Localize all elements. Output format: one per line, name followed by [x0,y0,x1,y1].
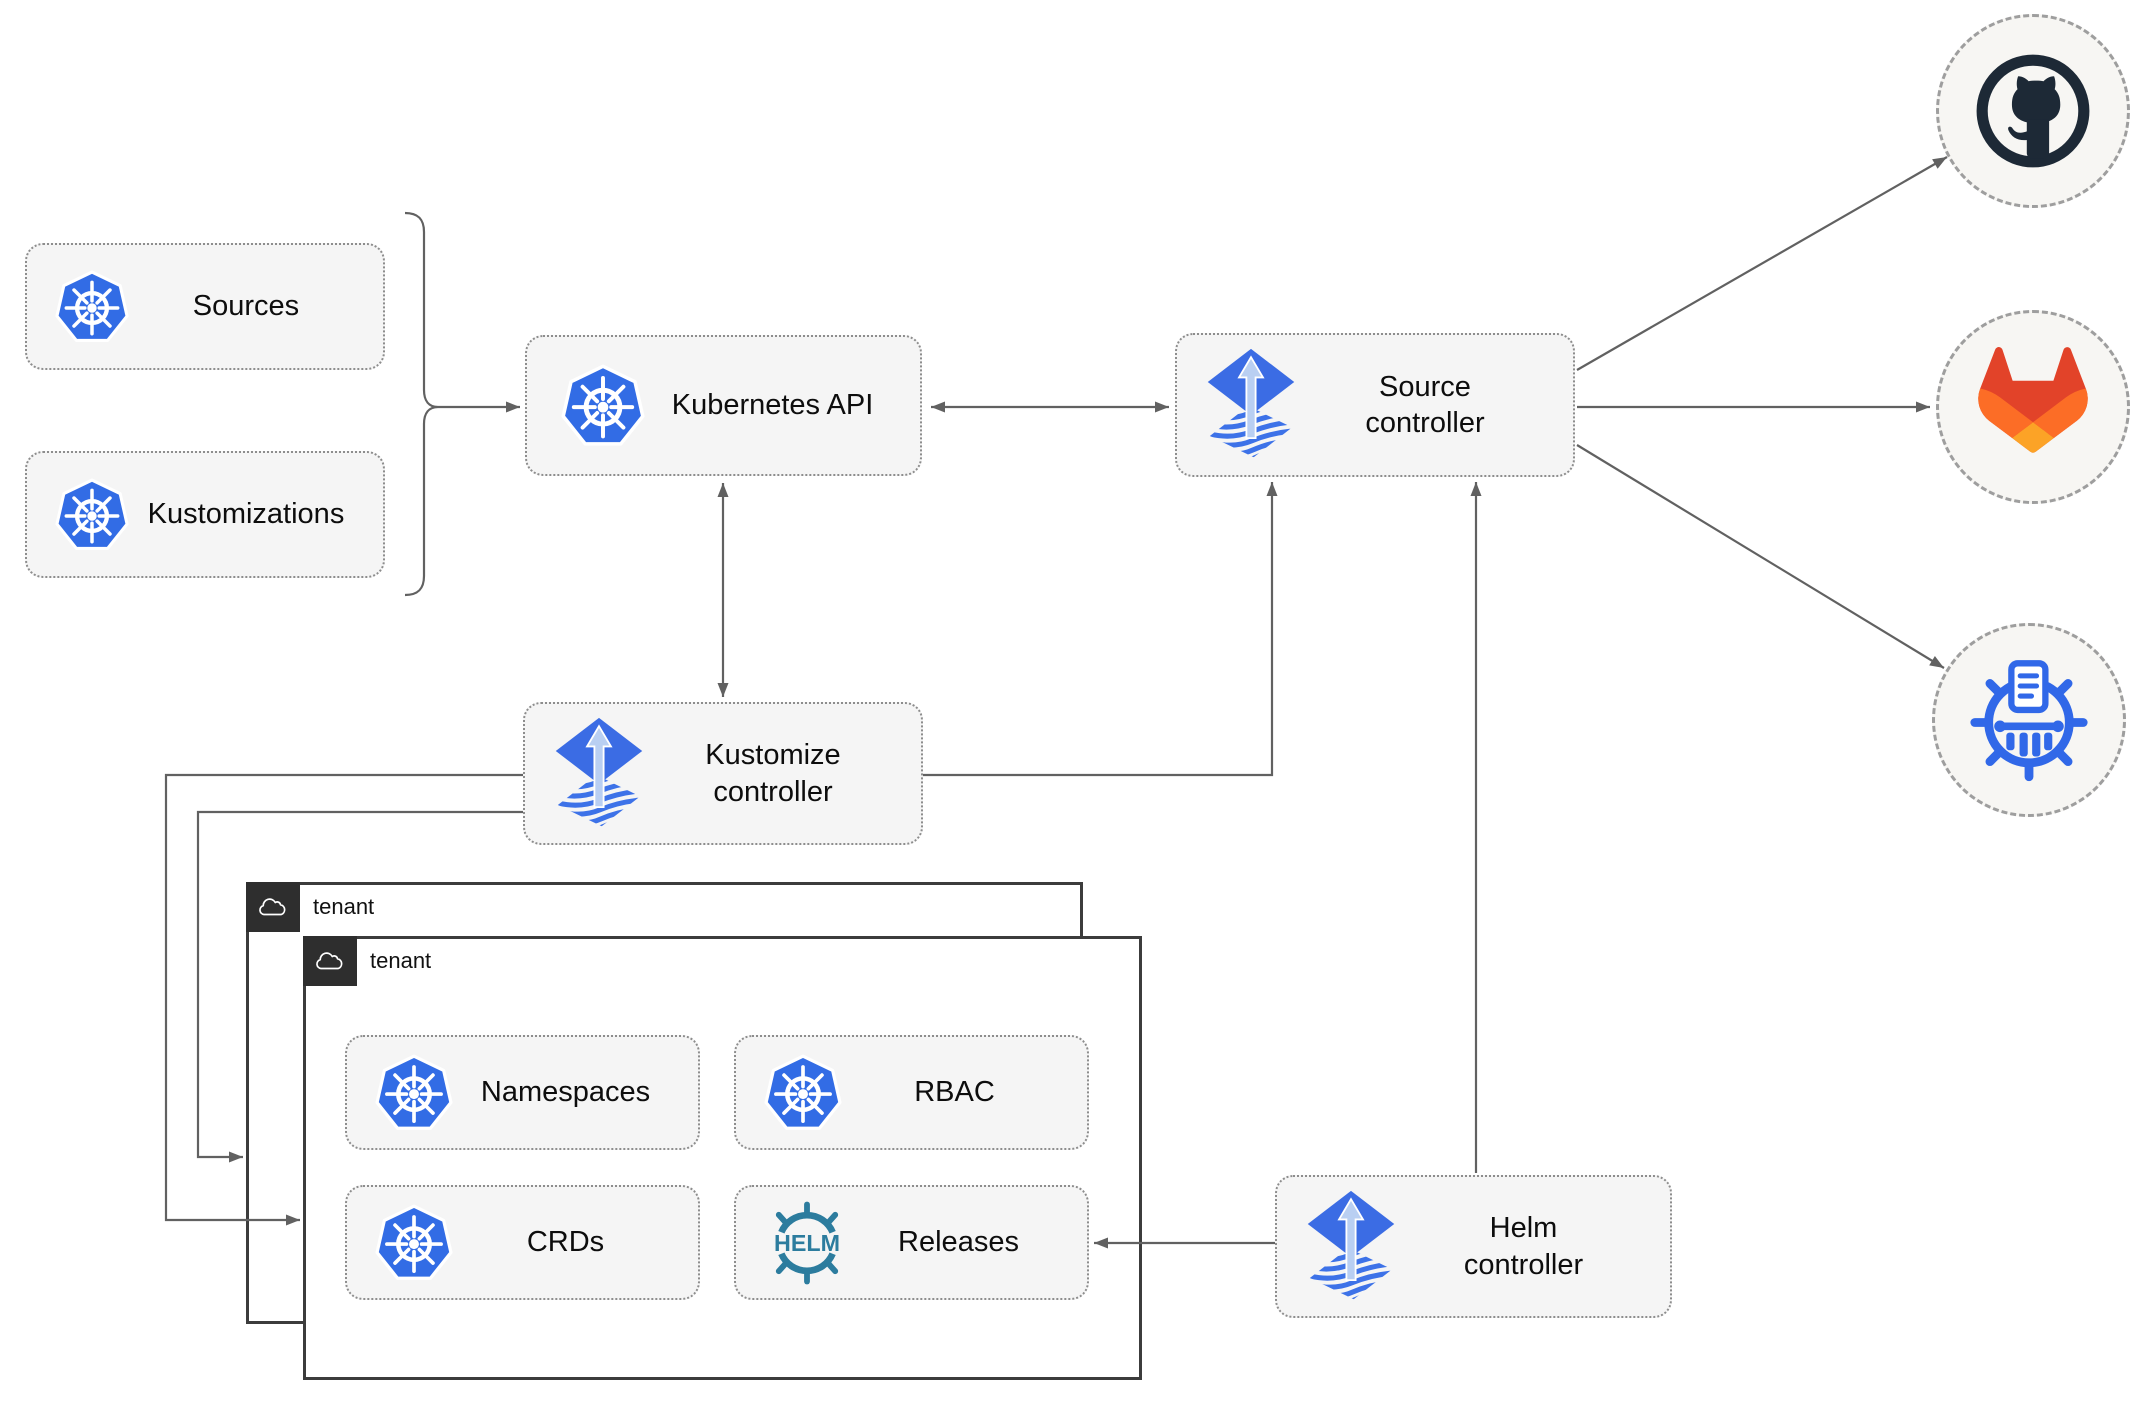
label-line: Kustomize [705,739,841,772]
edge-kustomize-controller-to-source-controller [923,482,1278,777]
cloud-icon [255,894,291,920]
node-kustomizations-label: Kustomizations [147,498,345,531]
provider-github [1936,14,2130,208]
inner-tenant-container: tenant [303,936,1142,1380]
node-namespaces: Namespaces [345,1035,700,1150]
node-kustomizations: Kustomizations [25,451,385,578]
kubernetes-icon [55,478,129,552]
node-kubernetes-api: Kubernetes API [525,335,922,476]
chartmuseum-icon [1966,657,2092,783]
label-line: Source [1379,370,1471,403]
node-kustomize-controller: Kustomize controller [523,702,923,845]
kubernetes-icon [375,1054,453,1132]
kubernetes-icon [375,1204,453,1282]
node-crds-label: CRDs [526,1226,605,1259]
node-kubernetes-api-label: Kubernetes API [671,389,874,422]
outer-tenant-label: tenant [313,894,375,919]
node-source-controller-label: Source controller [1297,369,1573,442]
label-line: controller [713,775,833,808]
edge-source-controller-to-github [1576,156,1948,371]
label-line: controller [1365,407,1485,439]
cloud-icon [312,948,348,974]
provider-gitlab [1936,310,2130,504]
label-line: Helm [1489,1212,1558,1245]
helm-icon [764,1200,850,1286]
edge-source-controller-to-chartmuseum [1576,444,1945,669]
node-helm-controller-label: Helm controller [1397,1210,1670,1283]
provider-chartmuseum [1932,623,2126,817]
node-sources-label: Sources [192,290,300,323]
node-sources: Sources [25,243,385,370]
kubernetes-icon [55,270,129,344]
kubernetes-icon [561,364,645,448]
node-helm-controller: Helm controller [1275,1175,1672,1318]
inner-tenant-chip [303,936,357,986]
node-source-controller: Source controller [1175,333,1575,477]
node-kustomize-controller-label: Kustomize controller [645,737,921,810]
inner-tenant-label: tenant [370,948,432,973]
edge-sources-brace [404,211,439,597]
flux-icon [1305,1189,1397,1305]
flux-icon [1205,347,1297,463]
node-releases: Releases [734,1185,1089,1300]
node-namespaces-label: Namespaces [480,1076,651,1109]
flux-icon [553,716,645,832]
label-line: controller [1463,1248,1584,1281]
gitlab-icon [1969,340,2097,474]
node-rbac-label: RBAC [914,1076,995,1109]
outer-tenant-chip [246,882,300,932]
node-rbac: RBAC [734,1035,1089,1150]
github-icon [1971,49,2095,173]
kubernetes-icon [764,1054,842,1132]
node-releases-label: Releases [898,1226,1019,1259]
node-crds: CRDs [345,1185,700,1300]
